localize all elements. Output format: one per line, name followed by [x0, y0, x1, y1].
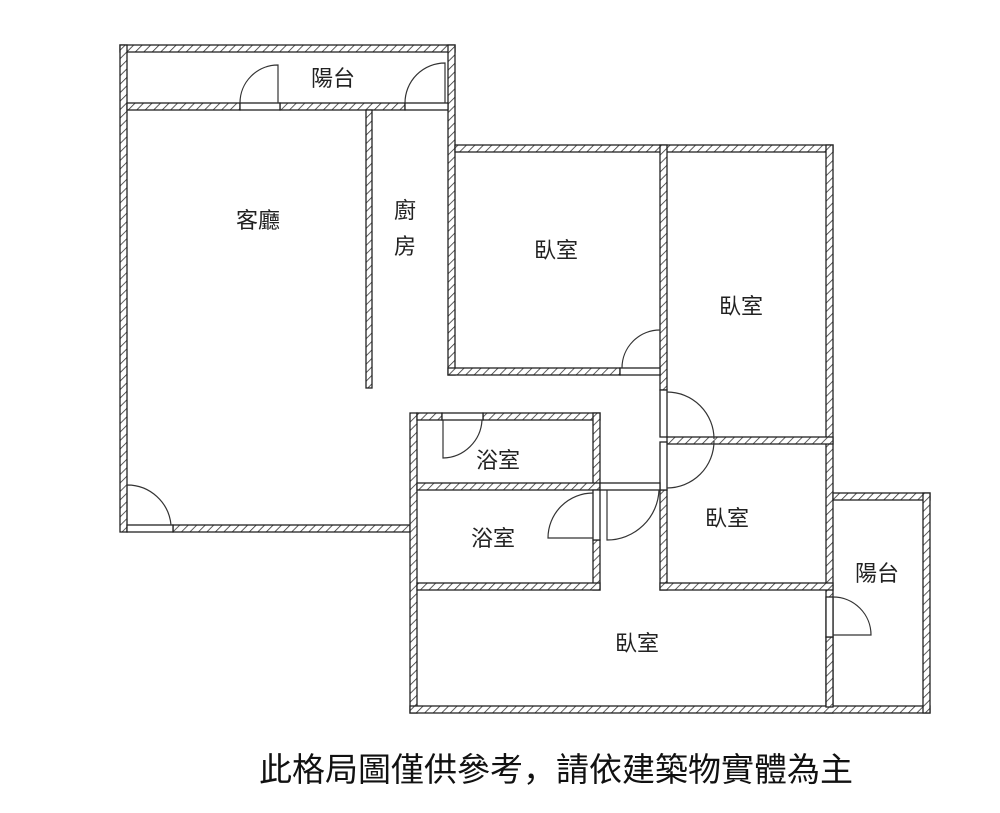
room-label-bedroom-2: 臥室 [719, 295, 763, 320]
room-label-balcony-top: 陽台 [311, 67, 355, 92]
room-label-living-room: 客廳 [236, 209, 280, 234]
doors [126, 62, 872, 638]
room-label-balcony-right: 陽台 [855, 562, 899, 587]
room-label-bedroom-3: 臥室 [705, 507, 749, 532]
room-label-kitchen-2: 房 [394, 235, 416, 260]
room-label-bathroom-2: 浴室 [471, 527, 515, 552]
room-label-bathroom-1: 浴室 [476, 449, 520, 474]
disclaimer-text: 此格局圖僅供參考，請依建築物實體為主 [259, 750, 853, 789]
room-label-bedroom-1: 臥室 [534, 239, 578, 264]
room-label-kitchen-1: 廚 [394, 199, 416, 224]
walls [119, 44, 931, 714]
room-label-master-bedroom: 臥室 [615, 632, 659, 657]
